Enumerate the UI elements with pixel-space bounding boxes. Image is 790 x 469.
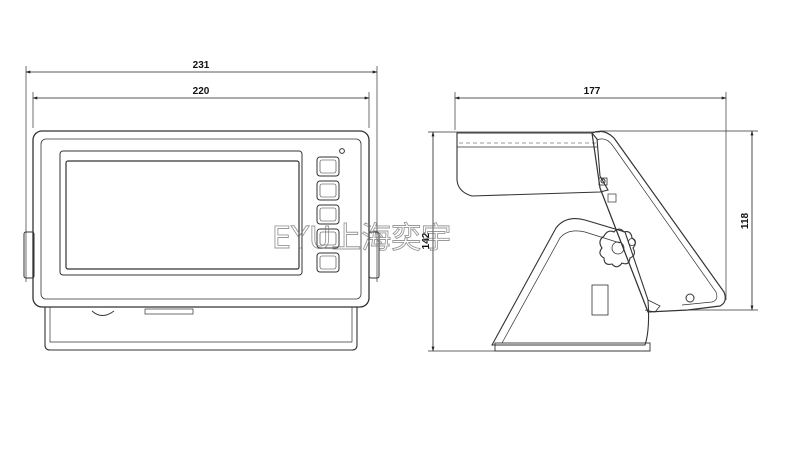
key-button[interactable] bbox=[316, 156, 340, 177]
indicator-housing bbox=[32, 130, 370, 308]
key-button[interactable] bbox=[316, 228, 340, 249]
side-connector-icon bbox=[685, 293, 695, 303]
dim-label-118: 118 bbox=[740, 212, 751, 229]
side-bracket bbox=[491, 218, 650, 346]
dimension-231: 231 bbox=[25, 60, 378, 74]
power-led-icon bbox=[339, 148, 345, 154]
button-column bbox=[316, 156, 340, 273]
watermark-text: EYU上海奕宇 bbox=[272, 221, 451, 256]
side-view bbox=[428, 92, 758, 352]
dimension-177: 177 bbox=[454, 86, 727, 100]
front-view bbox=[23, 66, 380, 351]
dim-label-231: 231 bbox=[193, 60, 210, 71]
side-display-panel bbox=[591, 130, 726, 313]
tilt-knob-icon bbox=[599, 228, 636, 268]
dim-label-177: 177 bbox=[584, 86, 601, 97]
side-housing bbox=[456, 132, 609, 197]
dimension-118: 118 bbox=[740, 130, 754, 311]
key-button[interactable] bbox=[316, 204, 340, 225]
dimension-220: 220 bbox=[32, 86, 370, 100]
key-button[interactable] bbox=[316, 180, 340, 201]
dim-label-142: 142 bbox=[421, 232, 432, 249]
dimension-142: 142 bbox=[421, 131, 435, 352]
left-handle bbox=[23, 231, 35, 279]
key-button[interactable] bbox=[316, 252, 340, 273]
lcd-display bbox=[59, 150, 303, 276]
front-bracket bbox=[44, 307, 358, 351]
dim-label-220: 220 bbox=[193, 86, 210, 97]
